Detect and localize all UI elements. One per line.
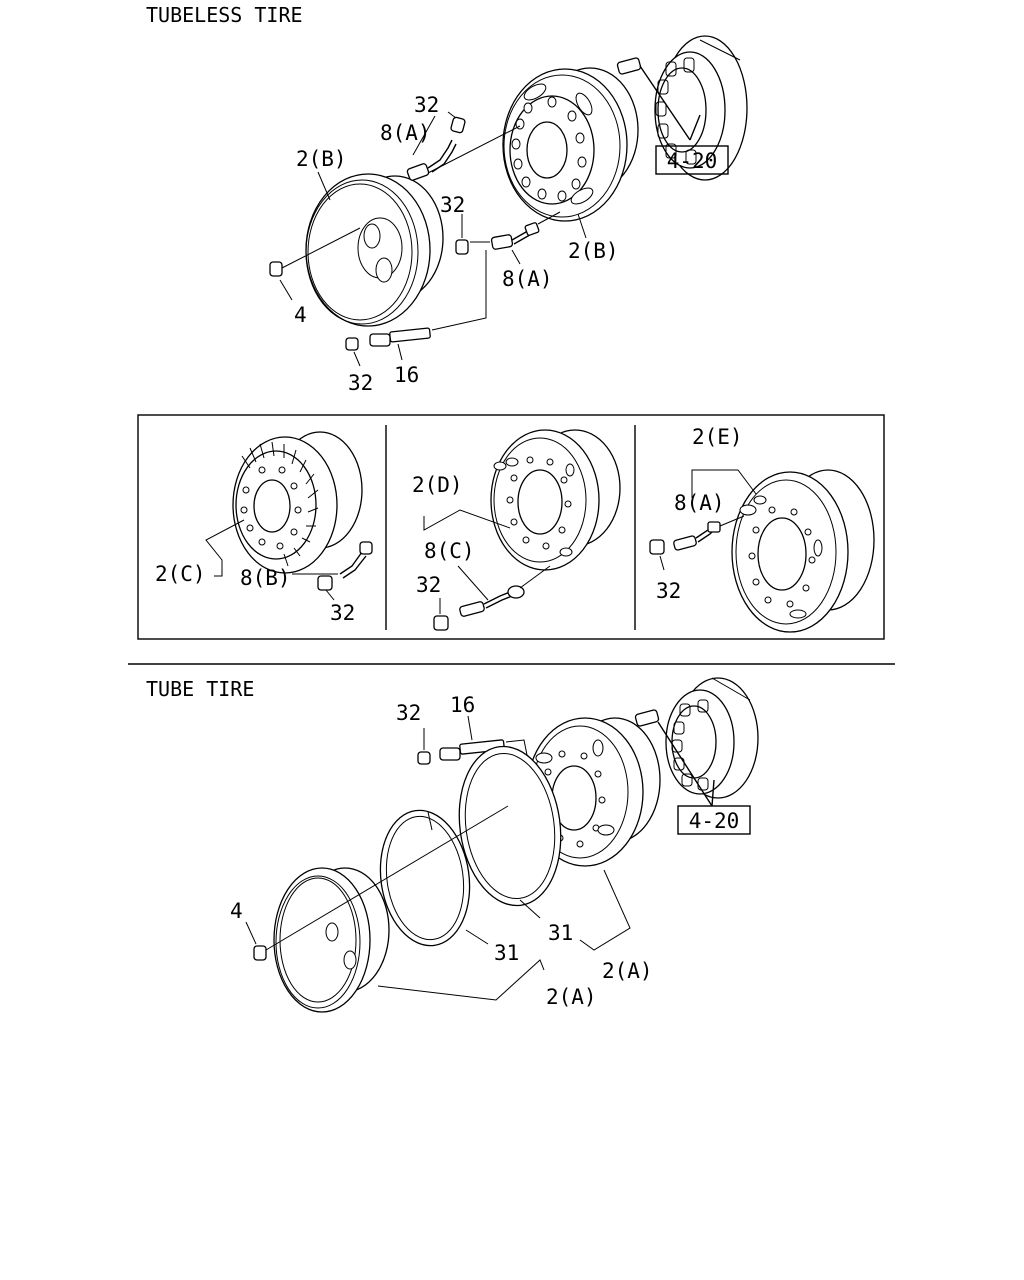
callout-2b-right: 2(B) <box>568 239 619 263</box>
ref-label-4-20-tube: 4-20 <box>689 809 740 833</box>
callout-32-top: 32 <box>414 93 439 117</box>
ring-31-left <box>379 809 489 947</box>
callout-32-mid: 32 <box>440 193 465 217</box>
valve-8c <box>433 565 551 631</box>
callout-31-right: 31 <box>548 921 573 945</box>
ref-box-4-20-tubeless: 4-20 <box>655 145 729 175</box>
bracket-2e <box>691 469 757 498</box>
flap-31-right <box>458 745 562 919</box>
wheel-2d <box>490 429 621 571</box>
variants-panel-box <box>137 414 885 640</box>
callout-16-tube: 16 <box>450 693 475 717</box>
valve-8a-top <box>406 111 521 181</box>
ref-label-4-20-tubeless: 4-20 <box>667 149 718 173</box>
valve-8b <box>292 541 373 601</box>
callout-2b-left: 2(B) <box>296 147 347 171</box>
callout-32-panel2: 32 <box>416 573 441 597</box>
callout-2e: 2(E) <box>692 425 743 449</box>
callout-16-tubeless: 16 <box>394 363 419 387</box>
bracket-2a-left <box>377 959 545 1001</box>
tube-tire-title: TUBE TIRE <box>146 677 254 701</box>
callout-4-tube: 4 <box>230 899 243 923</box>
callout-8a-mid: 8(A) <box>502 267 553 291</box>
wheel-2e <box>731 469 875 633</box>
callout-32-bottom: 32 <box>348 371 373 395</box>
nut-4-tubeless <box>269 227 361 301</box>
callout-2c: 2(C) <box>155 562 206 586</box>
bracket-2c <box>205 519 245 577</box>
valve-8a-mid <box>455 211 587 265</box>
callout-2a-right: 2(A) <box>602 959 653 983</box>
hub-bolt-tubeless <box>616 57 701 141</box>
callout-4-tubeless: 4 <box>294 303 307 327</box>
wheel-2a-outer <box>273 867 390 1013</box>
nut-4-tube <box>245 805 509 961</box>
ref-box-4-20-tube: 4-20 <box>677 805 751 835</box>
valve-8a-panel3 <box>649 515 745 571</box>
hub-bolt-tube <box>634 709 715 807</box>
valve-extension-16 <box>345 250 487 367</box>
callout-32-panel1: 32 <box>330 601 355 625</box>
wheel-2c <box>232 431 363 574</box>
callout-8c: 8(C) <box>424 539 475 563</box>
callout-32-panel3: 32 <box>656 579 681 603</box>
bracket-2a-right <box>579 869 631 951</box>
callout-2d: 2(D) <box>412 473 463 497</box>
callout-8b: 8(B) <box>240 566 291 590</box>
wheel-2b-inner <box>502 67 639 222</box>
bracket-2d <box>423 509 511 531</box>
callout-31-left: 31 <box>494 941 519 965</box>
callout-32-tube: 32 <box>396 701 421 725</box>
hub-drum-tubeless <box>654 35 748 181</box>
tubeless-tire-title: TUBELESS TIRE <box>146 3 303 27</box>
wheel-2b-outer <box>305 173 444 327</box>
callout-8a-panel3: 8(A) <box>674 491 725 515</box>
hub-drum-tube <box>665 677 759 799</box>
callout-8a-top: 8(A) <box>380 121 431 145</box>
callout-2a-left: 2(A) <box>546 985 597 1009</box>
